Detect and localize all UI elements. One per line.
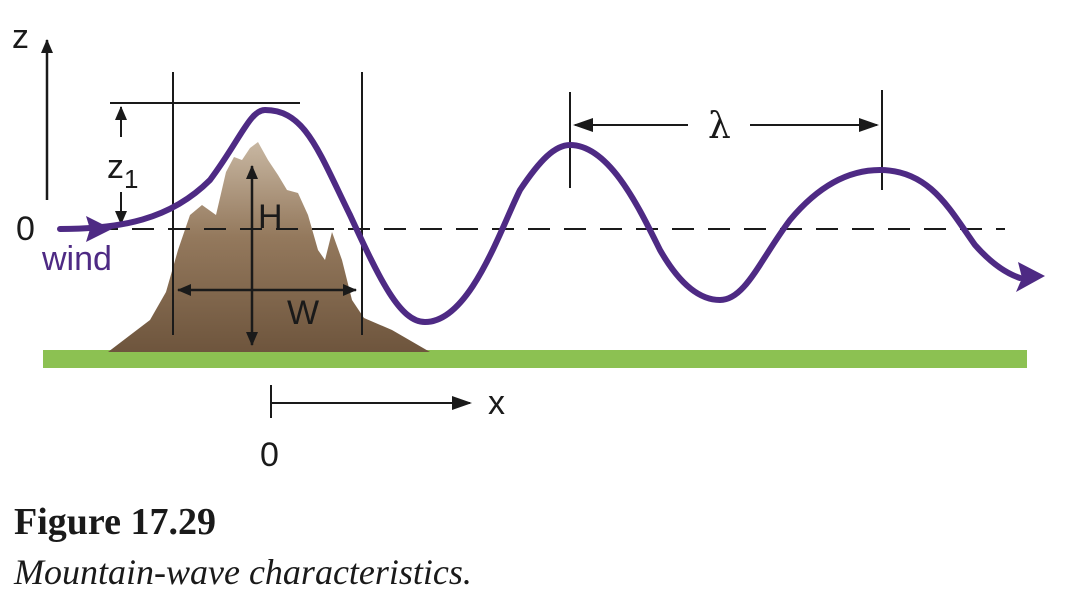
wind-label: wind <box>41 240 112 278</box>
width-label: W <box>287 294 319 332</box>
figure-caption: Mountain-wave characteristics. <box>14 552 472 592</box>
wave-arrowhead <box>1016 262 1045 292</box>
z1-label: z1 <box>107 148 138 194</box>
wavelength-label: λ <box>708 106 731 147</box>
height-label: H <box>258 198 283 236</box>
mountain-wave-diagram: z z1 H W λ wind 0 x 0 <box>12 18 1045 474</box>
zero-bottom-label: 0 <box>260 436 279 474</box>
wind-arrowhead <box>86 216 112 242</box>
mountain <box>108 142 430 352</box>
ground-strip <box>43 350 1027 368</box>
zero-left-label: 0 <box>16 210 35 248</box>
z-axis-label: z <box>12 18 29 56</box>
figure-title: Figure 17.29 <box>14 501 216 543</box>
airflow-wave <box>57 106 1023 326</box>
x-axis-label: x <box>488 384 505 422</box>
